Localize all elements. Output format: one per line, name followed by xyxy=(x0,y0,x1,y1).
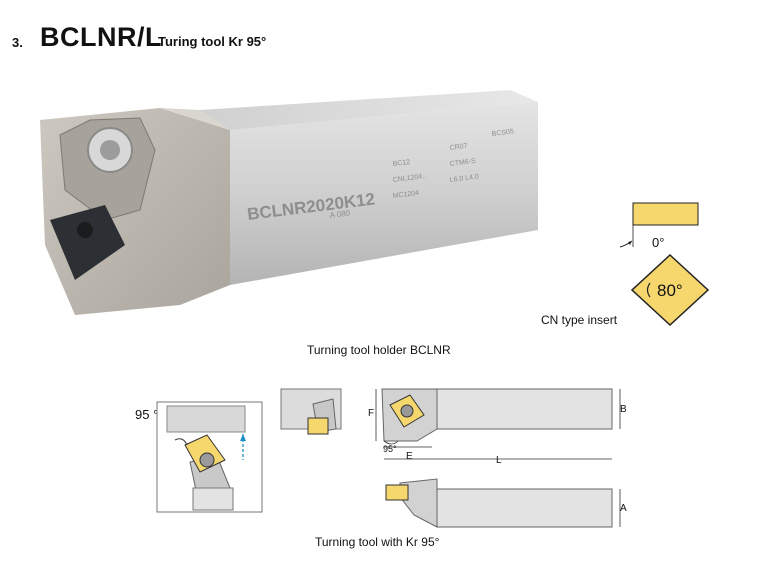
dim-f: F xyxy=(368,408,375,419)
cn-insert-photo xyxy=(50,205,125,280)
holder-caption: Turning tool holder BCLNR xyxy=(307,343,451,357)
spare-part-6: BCS05 xyxy=(491,128,514,138)
spare-part-5: L6.0 L4.0 xyxy=(449,173,479,184)
kr-caption: Turning tool with Kr 95° xyxy=(315,535,440,549)
dim-l: L xyxy=(496,455,502,466)
dim-b: B xyxy=(620,404,627,415)
section-number: 3. xyxy=(12,35,23,50)
tool-holder-photo: BCLNR2020K12 A 080 BC12 CNL1204.. MC1204… xyxy=(40,90,538,315)
dimension-diagram xyxy=(375,388,621,528)
product-subtitle: Turing tool Kr 95° xyxy=(158,34,267,49)
relief-angle: 0° xyxy=(652,235,664,250)
insert-side-view xyxy=(632,202,699,226)
workpiece xyxy=(166,405,246,433)
insert-caption: CN type insert xyxy=(541,313,618,327)
kr-detail-diagram xyxy=(156,401,263,513)
spare-part-2: MC1204 xyxy=(392,190,419,200)
kr-angle-label: 95 ° xyxy=(135,407,159,422)
shank-top-view xyxy=(436,388,613,430)
shank-side xyxy=(230,102,538,285)
nose-angle: 80° xyxy=(657,281,683,300)
spare-part-4: CTM6-S xyxy=(449,158,476,168)
dim-angle: 95° xyxy=(383,444,397,454)
shank-top xyxy=(200,90,538,130)
spare-part-0: BC12 xyxy=(392,159,410,168)
insert-symbol: 0° 80° xyxy=(619,202,710,327)
spare-part-3: CR07 xyxy=(449,143,468,152)
product-code: BCLNR/L xyxy=(40,22,162,52)
side-view-diagram xyxy=(280,388,342,435)
insert-side-view-dim xyxy=(385,484,409,501)
spare-part-1: CNL1204.. xyxy=(392,173,426,184)
dim-a: A xyxy=(620,503,627,514)
engraving-sub: A 080 xyxy=(329,208,351,219)
insert-top-view xyxy=(630,253,710,327)
nose-angle-arc-icon xyxy=(646,282,651,298)
dim-e: E xyxy=(406,451,413,462)
shank-side-view xyxy=(436,488,613,528)
